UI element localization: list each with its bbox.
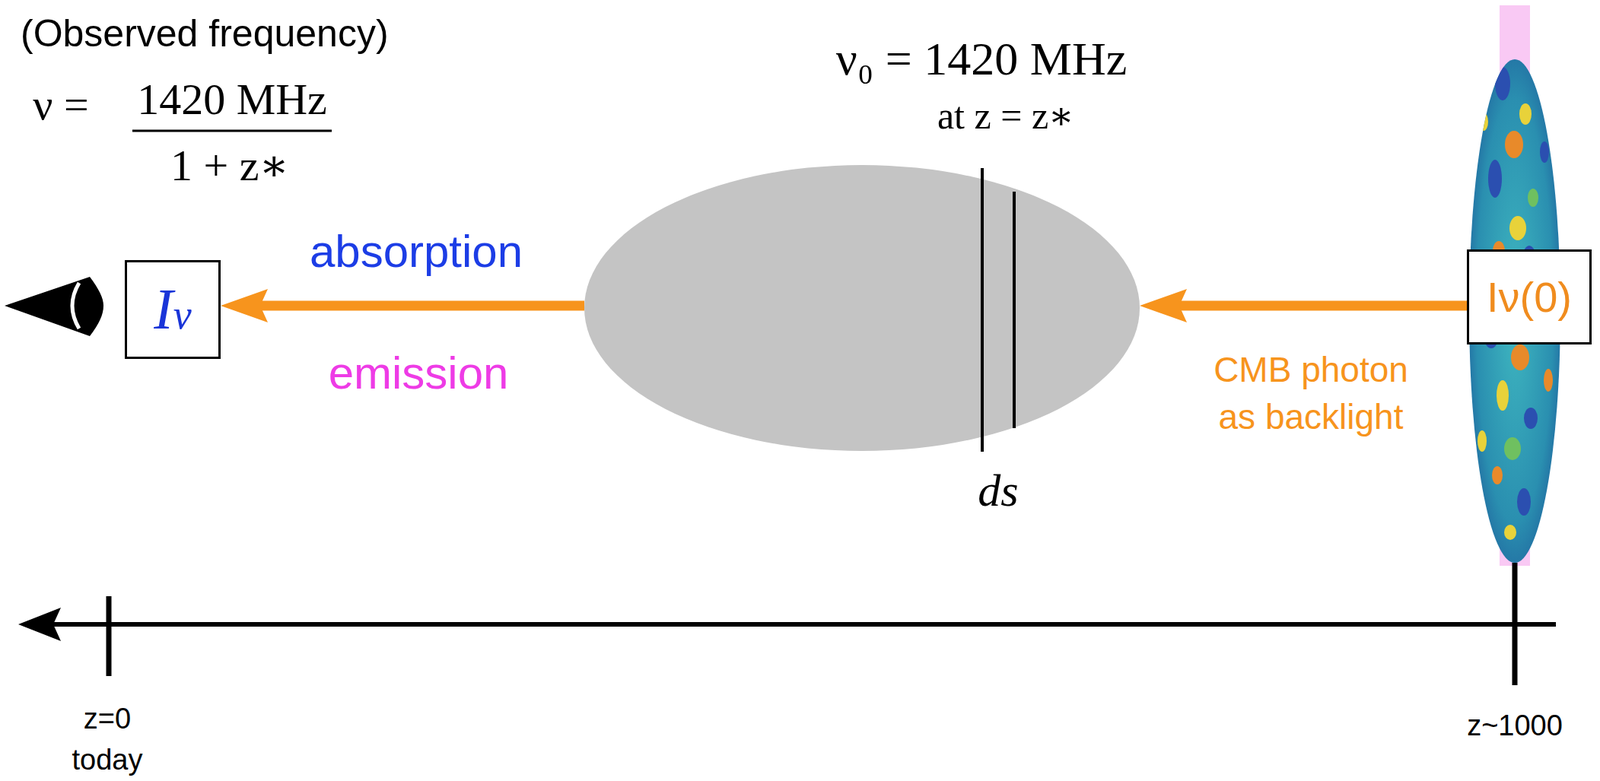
timeline-axis bbox=[45, 622, 1556, 627]
backlight-intensity-box: Iν(0) bbox=[1466, 249, 1592, 345]
cloud-ellipse bbox=[584, 165, 1140, 452]
source-note: CMB photon as backlight bbox=[1196, 346, 1426, 441]
process-label: emission bbox=[328, 346, 509, 400]
box-label: Iν bbox=[153, 277, 191, 342]
box-label: Iν(0) bbox=[1486, 273, 1572, 322]
gas-cloud: ds bbox=[584, 165, 1140, 523]
rest-frequency: ν₀ = 1420 MHz bbox=[836, 31, 1128, 86]
arrowhead bbox=[1139, 289, 1187, 323]
timeline-arrowhead bbox=[18, 607, 61, 642]
photon-path bbox=[1177, 301, 1467, 312]
time-label: z~1000 bbox=[1466, 709, 1563, 744]
process-label: absorption bbox=[309, 225, 523, 278]
time-label: z=0 today bbox=[72, 698, 144, 781]
path-element-label: ds bbox=[977, 465, 1018, 516]
photon-arrow bbox=[1139, 289, 1467, 323]
axis-caption: (Observed frequency) bbox=[20, 12, 389, 57]
math-numerator: 1420 MHz bbox=[136, 74, 328, 126]
photon-arrow bbox=[220, 289, 585, 323]
eye-symbol bbox=[4, 276, 104, 337]
fraction-bar bbox=[132, 130, 332, 133]
intensity-box: Iν bbox=[124, 260, 221, 360]
slice-boundary bbox=[980, 168, 984, 452]
arrowhead bbox=[220, 289, 268, 323]
math-denominator: 1 + z∗ bbox=[170, 140, 290, 192]
photon-path bbox=[258, 301, 585, 312]
slice-boundary bbox=[1012, 191, 1016, 429]
cloud-shape bbox=[584, 165, 1140, 523]
today-tick bbox=[106, 596, 112, 677]
redshift-note: at z = z∗ bbox=[937, 94, 1075, 139]
math-symbol: ν = bbox=[32, 79, 89, 131]
